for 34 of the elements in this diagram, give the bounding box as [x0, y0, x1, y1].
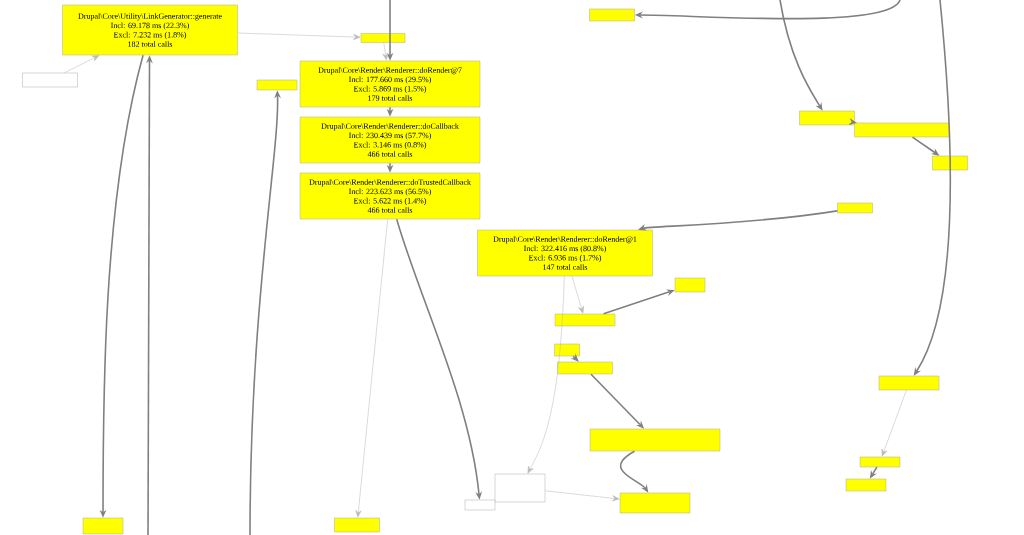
function-box — [464, 499, 496, 511]
arrow — [355, 218, 388, 518]
function-box — [859, 456, 901, 468]
function-box — [854, 122, 950, 138]
arrow — [237, 32, 361, 40]
function-box — [799, 110, 855, 126]
function-box: Drupal\Core\Utility\LinkGenerator::generate Incl: 69.178 ms (22.3%) Excl: 7.232 ms (1.8%) 182 total calls — [62, 4, 238, 56]
function-box — [619, 492, 691, 514]
function-box: Drupal\Core\Render\Renderer::doRender@7 Incl: 177.660 ms (29.5%) Excl: 5.869 ms (1.5%) 179 total calls — [299, 60, 481, 108]
function-box — [494, 473, 546, 503]
function-box — [22, 72, 78, 88]
arrow — [544, 490, 620, 502]
function-box — [674, 277, 706, 293]
function-box — [932, 155, 968, 171]
function-box — [256, 79, 298, 91]
arrow — [527, 275, 565, 474]
function-box: Drupal\Core\Render\Renderer::doTrustedCallback Incl: 223.623 ms (56.5%) Excl: 5.622 ms (1.4%) 466 total calls — [299, 172, 481, 220]
function-box — [878, 375, 940, 391]
function-box — [557, 361, 613, 375]
arrow — [881, 389, 907, 457]
function-box: Drupal\Core\Render\Renderer::doRender@1 Incl: 322.416 ms (80.8%) Excl: 6.936 ms (1.7%) 147 total calls — [477, 229, 653, 277]
function-box — [589, 8, 635, 22]
function-box — [334, 517, 380, 533]
function-box — [554, 313, 616, 327]
function-box — [554, 343, 580, 357]
function-box — [82, 517, 124, 535]
function-box — [845, 478, 887, 492]
arrow — [64, 55, 100, 74]
arrow — [382, 42, 389, 61]
function-box — [837, 202, 873, 214]
function-box — [360, 33, 406, 43]
arrow — [571, 275, 584, 314]
function-box: Drupal\Core\Render\Renderer::doCallback Incl: 230.439 ms (57.7%) Excl: 3.146 ms (0.8%) 466 total calls — [299, 116, 481, 164]
function-box — [589, 428, 721, 452]
